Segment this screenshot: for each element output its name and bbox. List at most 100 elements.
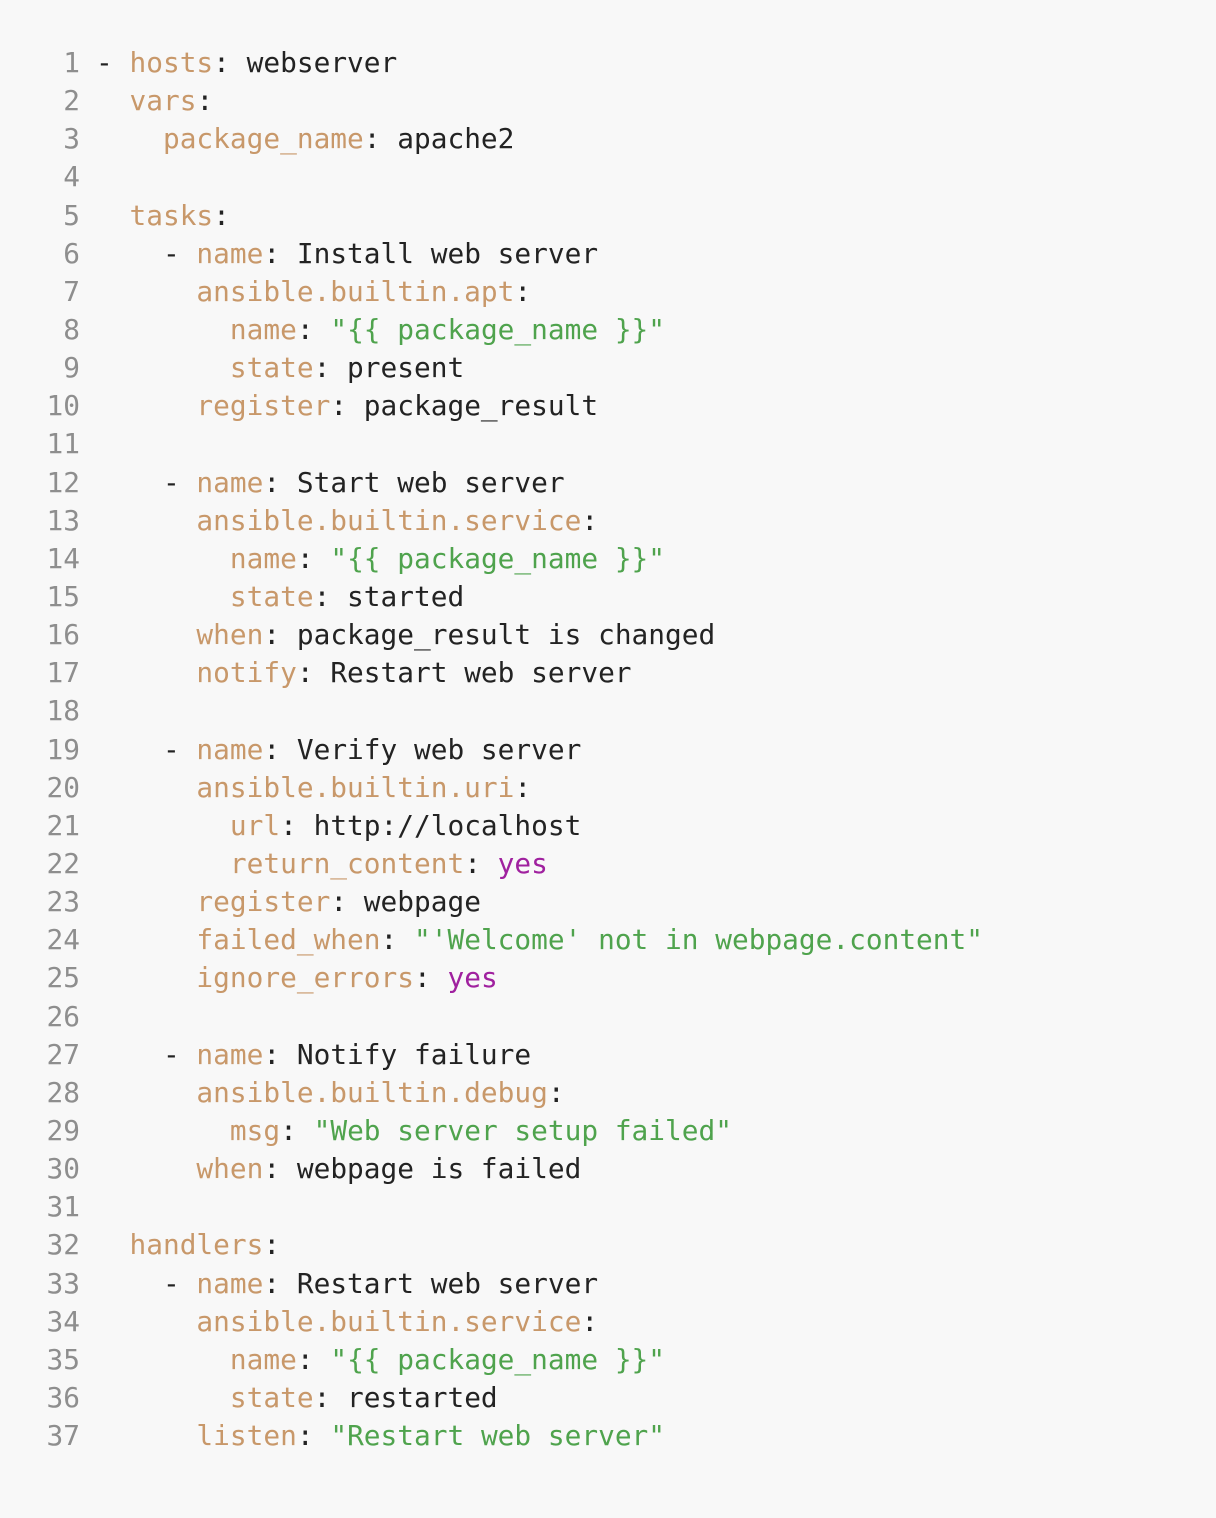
- code-line[interactable]: 14 name: "{{ package_name }}": [0, 540, 1216, 578]
- code-line[interactable]: 32 handlers:: [0, 1226, 1216, 1264]
- line-number: 19: [46, 732, 80, 766]
- code-line[interactable]: 27 - name: Notify failure: [0, 1036, 1216, 1074]
- yaml-text: :: [296, 541, 331, 575]
- yaml-text: :: [280, 1113, 314, 1147]
- yaml-text: [96, 961, 196, 994]
- code-line[interactable]: 20 ansible.builtin.uri:: [0, 769, 1216, 807]
- code-line[interactable]: 30 when: webpage is failed: [0, 1150, 1216, 1188]
- code-line[interactable]: 29 msg: "Web server setup failed": [0, 1112, 1216, 1150]
- line-content: listen: "Restart web server": [96, 1417, 665, 1455]
- code-line[interactable]: 1- hosts: webserver: [0, 44, 1216, 82]
- yaml-text: : webpage is failed: [263, 1152, 582, 1186]
- line-number: 35: [46, 1342, 80, 1376]
- yaml-text: : package_result: [330, 389, 599, 423]
- code-line[interactable]: 8 name: "{{ package_name }}": [0, 311, 1216, 349]
- code-line[interactable]: 26: [0, 998, 1216, 1036]
- line-content: ansible.builtin.uri:: [96, 769, 531, 807]
- yaml-text: [96, 771, 196, 804]
- yaml-text: [96, 313, 230, 346]
- code-line[interactable]: 15 state: started: [0, 578, 1216, 616]
- yaml-text: [96, 1381, 230, 1414]
- yaml-key: name: [196, 465, 264, 499]
- code-line[interactable]: 10 register: package_result: [0, 387, 1216, 425]
- line-number: 10: [46, 389, 80, 423]
- line-number: 21: [46, 808, 80, 842]
- yaml-text: : Start web server: [263, 465, 565, 499]
- line-number: 30: [46, 1152, 80, 1186]
- code-line[interactable]: 5 tasks:: [0, 197, 1216, 235]
- yaml-key: listen: [196, 1419, 297, 1453]
- yaml-text: [96, 351, 230, 384]
- code-line[interactable]: 22 return_content: yes: [0, 845, 1216, 883]
- yaml-text: :: [514, 274, 532, 308]
- code-line[interactable]: 3 package_name: apache2: [0, 120, 1216, 158]
- yaml-text: : apache2: [363, 122, 515, 156]
- code-line[interactable]: 6 - name: Install web server: [0, 235, 1216, 273]
- line-number: 9: [63, 351, 80, 385]
- yaml-text: [96, 1228, 129, 1261]
- code-line[interactable]: 25 ignore_errors: yes: [0, 959, 1216, 997]
- code-line[interactable]: 34 ansible.builtin.service:: [0, 1303, 1216, 1341]
- yaml-text: -: [96, 1266, 197, 1300]
- code-line[interactable]: 35 name: "{{ package_name }}": [0, 1341, 1216, 1379]
- line-number: 36: [46, 1380, 80, 1414]
- yaml-key: msg: [229, 1113, 281, 1147]
- line-number: 7: [63, 274, 80, 308]
- code-line[interactable]: 31: [0, 1188, 1216, 1226]
- yaml-text: [96, 809, 230, 842]
- code-line[interactable]: 36 state: restarted: [0, 1379, 1216, 1417]
- code-line[interactable]: 13 ansible.builtin.service:: [0, 502, 1216, 540]
- yaml-key: name: [229, 541, 297, 575]
- code-line[interactable]: 7 ansible.builtin.apt:: [0, 273, 1216, 311]
- yaml-text: [96, 275, 196, 308]
- code-line[interactable]: 33 - name: Restart web server: [0, 1265, 1216, 1303]
- yaml-text: [96, 84, 129, 117]
- yaml-string: "Web server setup failed": [313, 1113, 732, 1147]
- line-content: url: http://localhost: [96, 807, 581, 845]
- yaml-key: ansible.builtin.debug: [196, 1075, 548, 1109]
- yaml-text: [96, 847, 230, 880]
- code-line[interactable]: 37 listen: "Restart web server": [0, 1417, 1216, 1455]
- code-line[interactable]: 19 - name: Verify web server: [0, 731, 1216, 769]
- line-number: 28: [46, 1075, 80, 1109]
- code-line[interactable]: 16 when: package_result is changed: [0, 616, 1216, 654]
- yaml-text: [96, 504, 196, 537]
- code-line[interactable]: 21 url: http://localhost: [0, 807, 1216, 845]
- yaml-key: name: [196, 732, 264, 766]
- yaml-boolean: yes: [497, 846, 548, 880]
- code-line[interactable]: 18: [0, 692, 1216, 730]
- yaml-string: "'Welcome' not in webpage.content": [414, 923, 983, 957]
- yaml-text: [96, 122, 163, 155]
- yaml-text: : Verify web server: [263, 732, 582, 766]
- line-content: state: present: [96, 349, 464, 387]
- code-line[interactable]: 9 state: present: [0, 349, 1216, 387]
- code-line[interactable]: 4: [0, 158, 1216, 196]
- line-number: 25: [46, 961, 80, 995]
- code-line[interactable]: 23 register: webpage: [0, 883, 1216, 921]
- line-content: ansible.builtin.debug:: [96, 1074, 564, 1112]
- code-line[interactable]: 11: [0, 425, 1216, 463]
- code-line[interactable]: 17 notify: Restart web server: [0, 654, 1216, 692]
- line-number: 4: [63, 160, 80, 194]
- yaml-key: register: [196, 885, 331, 919]
- code-line[interactable]: 28 ansible.builtin.debug:: [0, 1074, 1216, 1112]
- code-line[interactable]: 12 - name: Start web server: [0, 464, 1216, 502]
- line-content: package_name: apache2: [96, 120, 514, 158]
- yaml-text: [96, 1305, 196, 1338]
- yaml-text: : package_result is changed: [263, 618, 716, 652]
- yaml-text: :: [581, 503, 599, 537]
- yaml-text: [96, 618, 196, 651]
- code-line[interactable]: 24 failed_when: "'Welcome' not in webpag…: [0, 921, 1216, 959]
- yaml-text: -: [96, 46, 130, 79]
- yaml-text: :: [380, 923, 414, 957]
- line-number: 31: [46, 1190, 80, 1224]
- code-line[interactable]: 2 vars:: [0, 82, 1216, 120]
- line-number: 23: [46, 885, 80, 919]
- yaml-key: ansible.builtin.uri: [196, 770, 515, 804]
- line-number: 6: [63, 236, 80, 270]
- line-number: 2: [63, 84, 80, 118]
- line-content: name: "{{ package_name }}": [96, 540, 665, 578]
- line-number: 14: [46, 541, 80, 575]
